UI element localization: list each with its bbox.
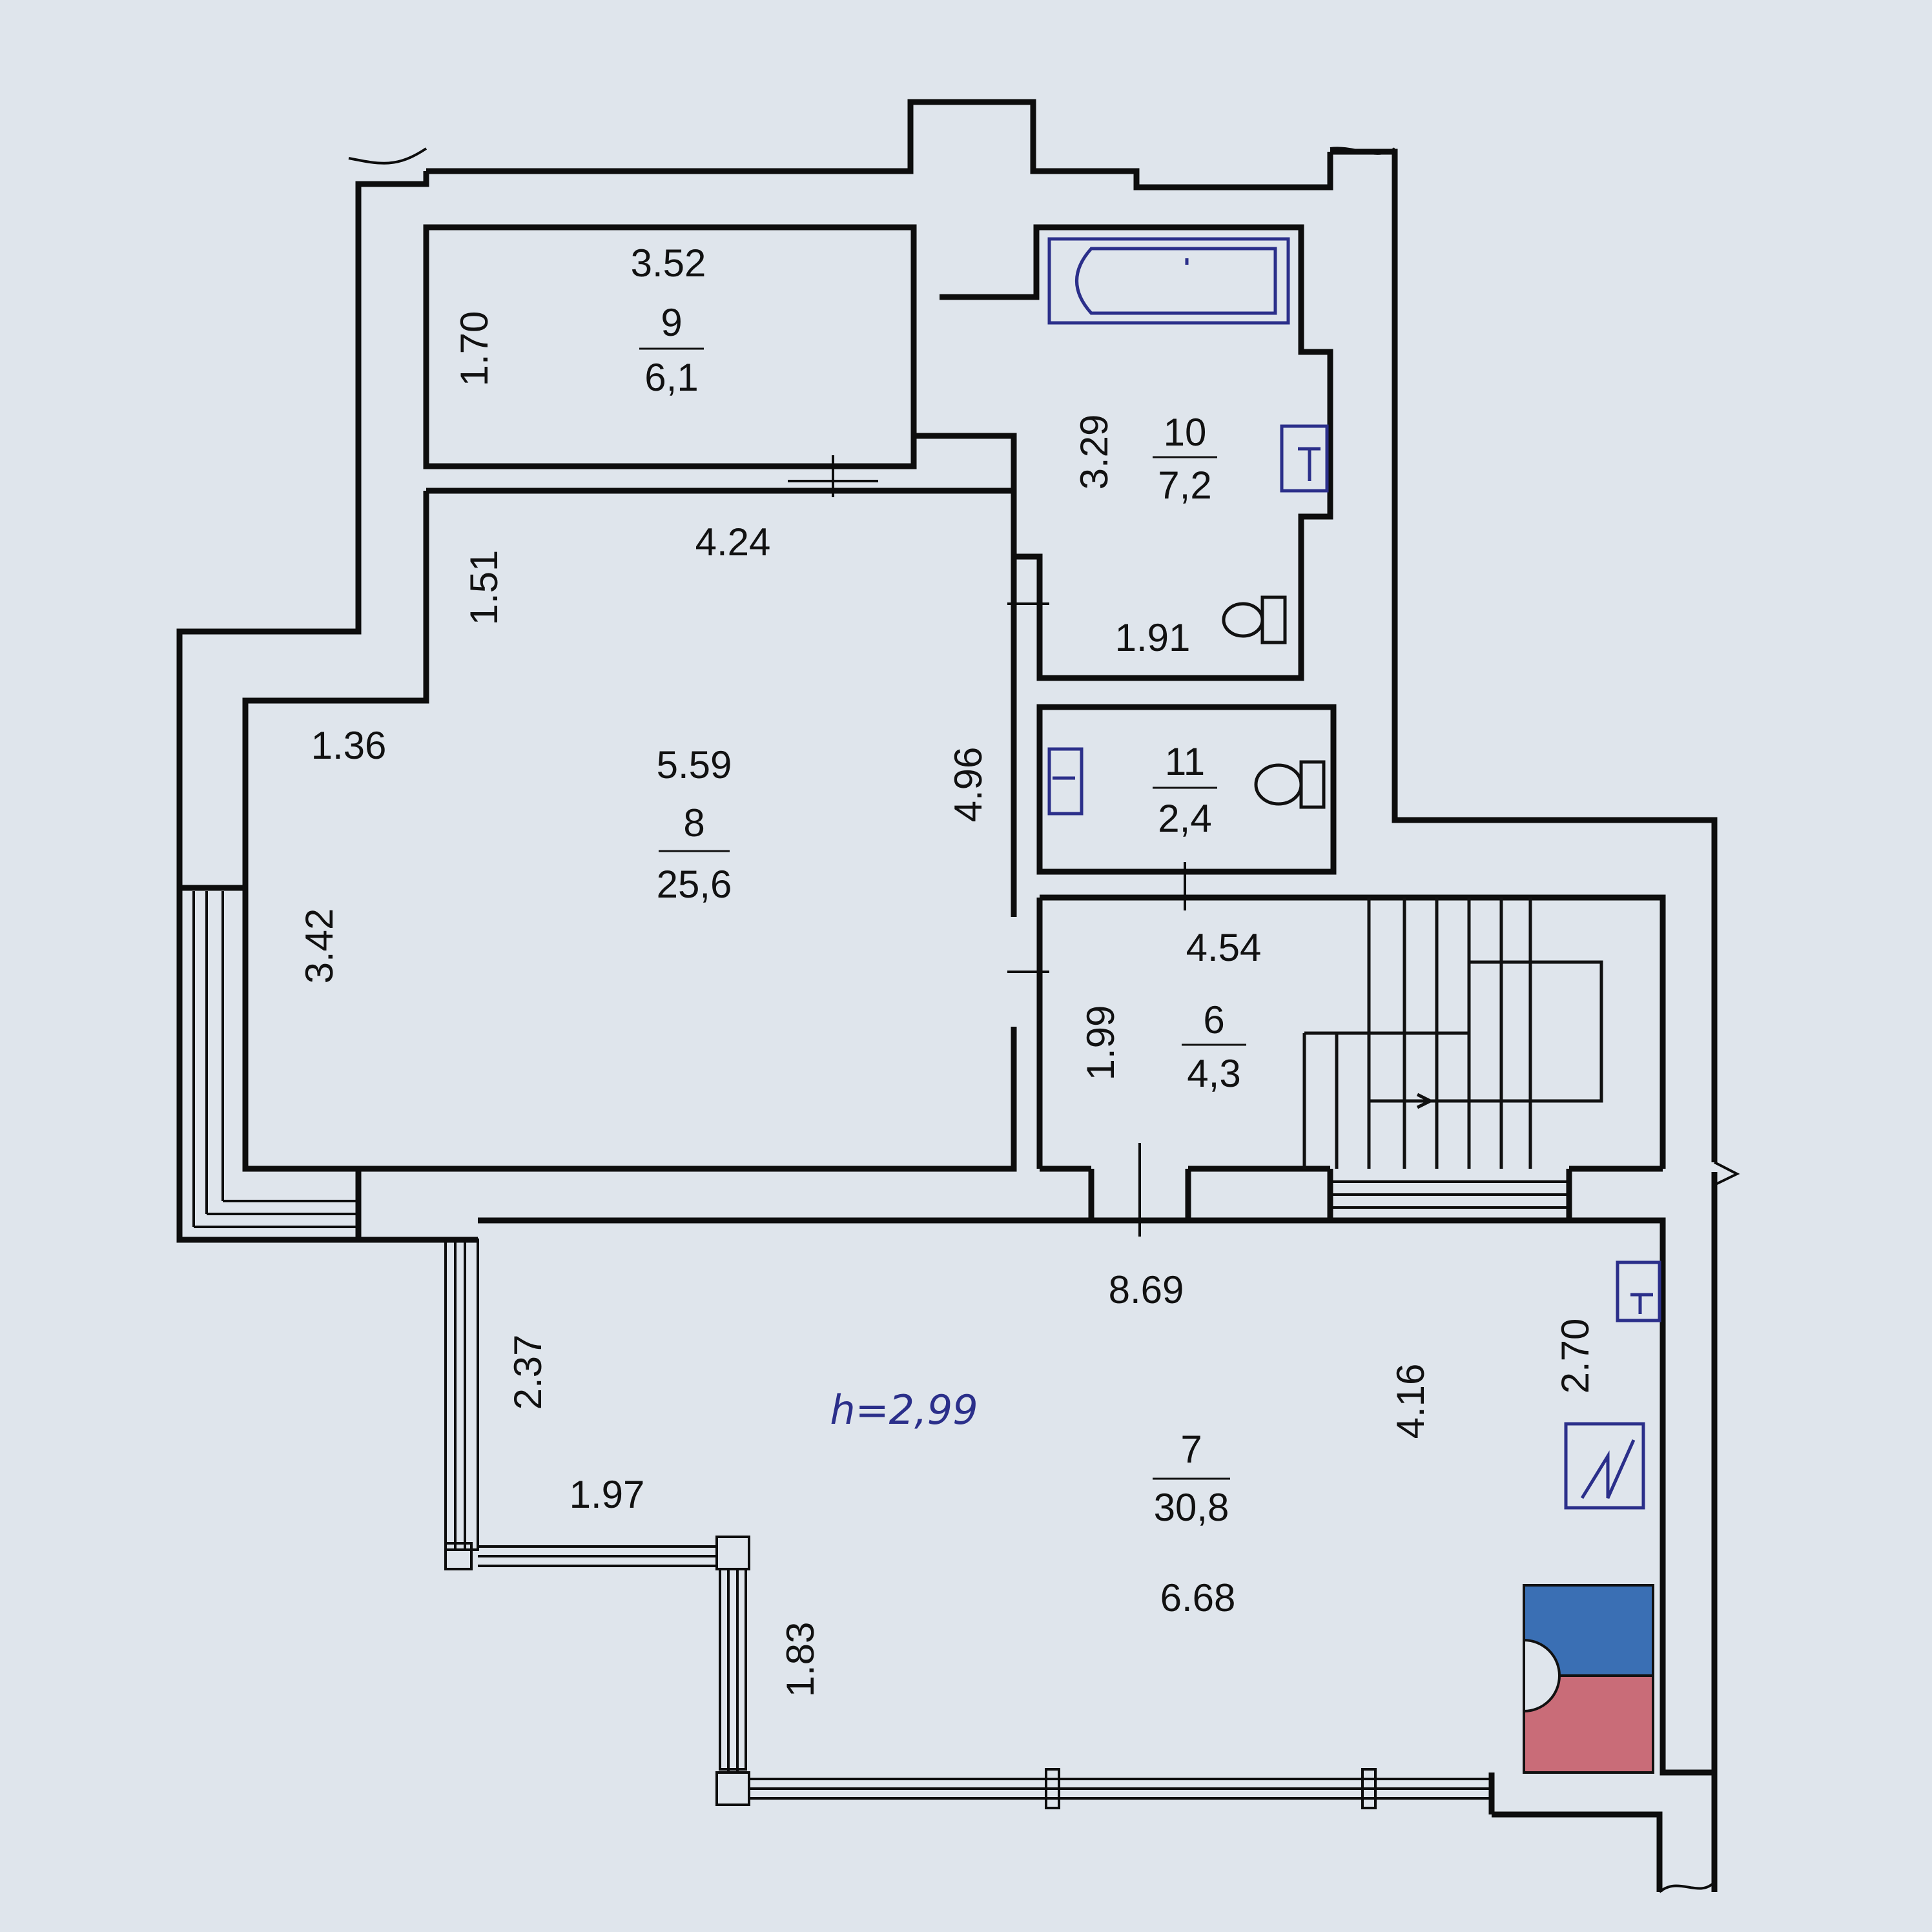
ceiling-height-note: h=2,99 <box>830 1386 978 1434</box>
sink-icon <box>1280 424 1329 493</box>
dim-1-70: 1.70 <box>453 311 496 387</box>
room-7-area: 30,8 <box>1154 1486 1229 1529</box>
dim-4-96: 4.96 <box>947 747 990 823</box>
heating-block <box>1523 1584 1654 1774</box>
dim-2-37: 2.37 <box>506 1335 550 1410</box>
meter-icon <box>1616 1260 1661 1322</box>
toilet-icon <box>1222 595 1287 644</box>
room-10-label: 10 7,2 <box>1153 411 1217 507</box>
dim-5-59: 5.59 <box>657 743 732 786</box>
dim-8-69: 8.69 <box>1109 1268 1184 1311</box>
dim-3-52: 3.52 <box>631 242 706 285</box>
room-10-area: 7,2 <box>1158 464 1211 507</box>
stairs-icon <box>1302 898 1603 1169</box>
room-7-number: 7 <box>1180 1428 1202 1471</box>
dim-1-51: 1.51 <box>462 550 506 626</box>
dim-1-91: 1.91 <box>1115 616 1191 659</box>
dim-4-24: 4.24 <box>695 520 771 564</box>
dim-1-36: 1.36 <box>311 724 387 767</box>
dim-3-42: 3.42 <box>298 909 341 984</box>
room-8-number: 8 <box>683 801 704 845</box>
dim-1-83: 1.83 <box>779 1622 822 1698</box>
stove-icon <box>1564 1422 1645 1510</box>
dim-6-68: 6.68 <box>1160 1576 1236 1619</box>
room-11-area: 2,4 <box>1158 797 1211 840</box>
room-7-label: 7 30,8 <box>1153 1428 1230 1529</box>
room-8-label: 8 25,6 <box>657 801 732 906</box>
dim-4-54: 4.54 <box>1186 926 1262 969</box>
dim-4-16: 4.16 <box>1389 1364 1432 1439</box>
room-6-number: 6 <box>1203 998 1224 1042</box>
windows <box>192 147 1740 1893</box>
dim-1-97: 1.97 <box>570 1473 645 1516</box>
room-9-label: 9 6,1 <box>639 301 704 399</box>
room-9-area: 6,1 <box>644 356 698 399</box>
dim-3-29: 3.29 <box>1073 415 1116 490</box>
room-6-area: 4,3 <box>1187 1052 1240 1095</box>
room-10-number: 10 <box>1164 411 1207 454</box>
room-11-number: 11 <box>1165 740 1205 783</box>
room-8-area: 25,6 <box>657 863 732 906</box>
room-9-number: 9 <box>661 301 682 344</box>
dim-1-99: 1.99 <box>1079 1005 1122 1081</box>
room-11-label: 11 2,4 <box>1153 740 1217 840</box>
toilet-icon-2 <box>1254 760 1326 809</box>
dimension-labels: 3.52 1.70 4.24 1.51 3.29 1.91 1.36 5.59 … <box>298 242 1597 1697</box>
bathtub-icon <box>1047 237 1290 325</box>
room-6-label: 6 4,3 <box>1182 998 1246 1095</box>
sink-icon-2 <box>1047 747 1084 816</box>
dim-2-70: 2.70 <box>1554 1319 1597 1394</box>
